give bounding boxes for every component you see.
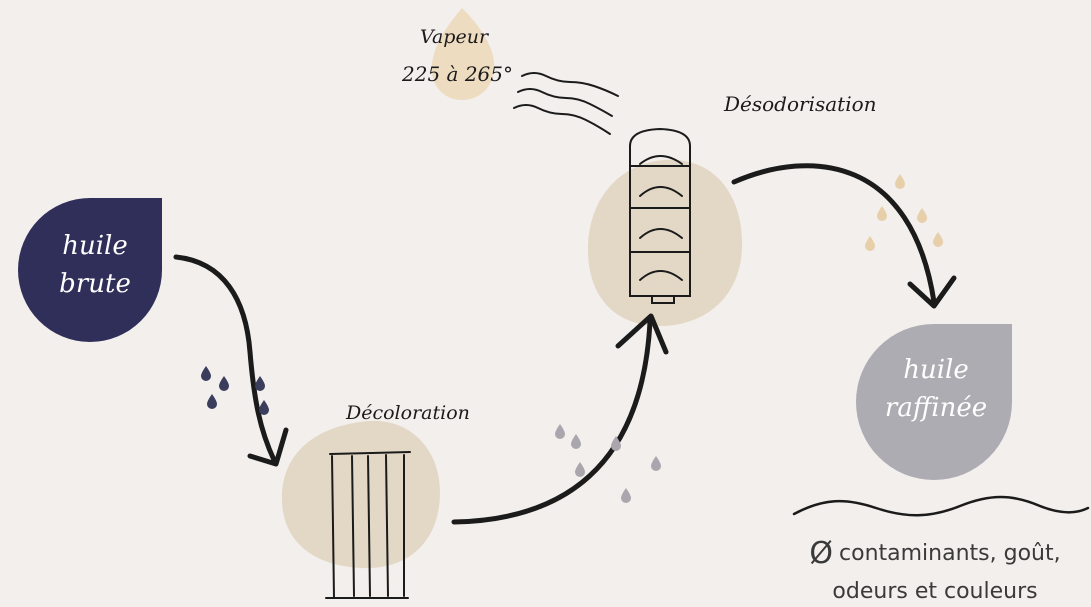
- deodorization-blob: [588, 160, 742, 326]
- result-line1: contaminants, goût,: [839, 541, 1061, 566]
- steam-blob: [432, 8, 494, 100]
- refined-oil-label: huile raffinée: [872, 352, 1000, 427]
- arrow-icon: [734, 166, 954, 306]
- steam-label: Vapeur: [420, 26, 488, 48]
- steam-temperature: 225 à 265°: [402, 62, 513, 86]
- crude-oil-label-line1: huile: [40, 228, 150, 266]
- arrow-icon: [454, 316, 666, 522]
- decoloration-label: Décoloration: [346, 402, 470, 424]
- refined-oil-label-line1: huile: [872, 352, 1000, 390]
- result-line2: odeurs et couleurs: [790, 576, 1080, 607]
- wave-line-icon: [794, 497, 1088, 515]
- deodorization-label: Désodorisation: [724, 92, 877, 116]
- refined-oil-label-line2: raffinée: [872, 390, 1000, 428]
- crude-oil-label: huile brute: [40, 228, 150, 303]
- empty-set-icon: Ø: [809, 536, 833, 571]
- decoloration-blob: [282, 421, 440, 568]
- arrow-icon: [176, 257, 286, 464]
- steam-wave-icon: [514, 73, 618, 134]
- crude-oil-label-line2: brute: [40, 266, 150, 304]
